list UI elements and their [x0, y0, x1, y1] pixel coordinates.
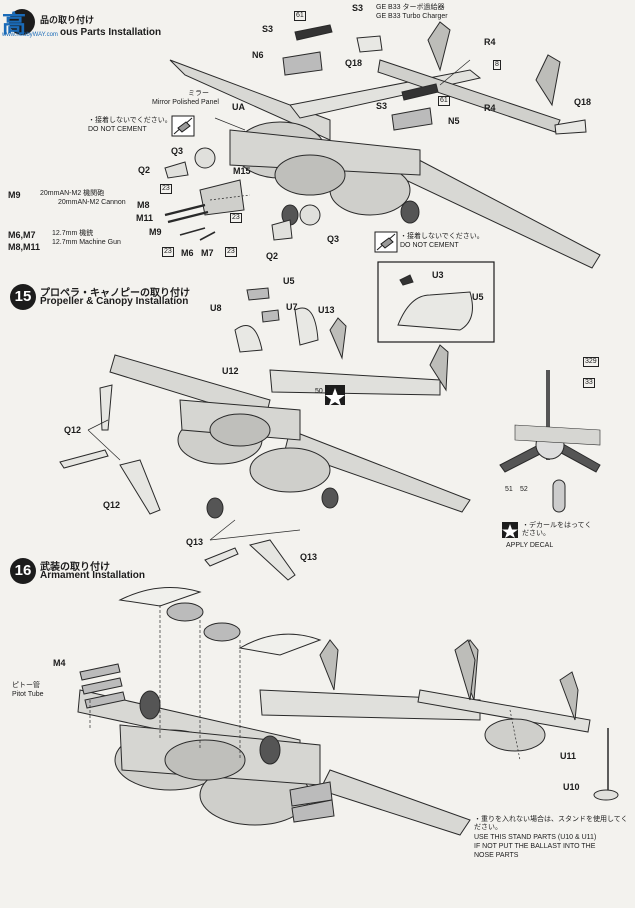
part-label-m9: M9	[149, 227, 162, 237]
part-label-m8: M8	[137, 200, 150, 210]
watermark-url: www.hobbyWAY.com	[2, 32, 58, 38]
note-mirror-en: Mirror Polished Panel	[152, 99, 219, 106]
part-label-u5: U5	[283, 276, 295, 286]
note-stand-en-2: IF NOT PUT THE BALLAST INTO THE	[474, 843, 596, 850]
part-label-n5: N5	[448, 116, 460, 126]
part-number-52: 52	[520, 486, 528, 493]
star-decal-icon-2	[502, 522, 518, 538]
note-no-cement-jp: ・接着しないでください。	[88, 117, 172, 124]
no-cement-icon	[171, 115, 195, 137]
step14-title-en: ous Parts Installation	[60, 27, 162, 38]
step16-title-en: Armament Installation	[40, 570, 146, 581]
part-label-m11: M11	[136, 213, 154, 223]
part-number-61: 61	[294, 11, 306, 21]
part-label-q18-2: Q18	[574, 97, 592, 107]
watermark-logo: 高 www.hobbyWAY.com	[2, 4, 66, 38]
note-m9-en: 20mmAN-M2 Cannon	[58, 199, 126, 206]
note-stand-jp: ・重りを入れない場合は、スタンドを使用してください。	[474, 816, 628, 831]
step15-title-en: Propeller & Canopy Installation	[40, 296, 189, 307]
part-label-u3: U3	[432, 270, 444, 280]
part-label-u5-2: U5	[472, 292, 484, 302]
note-m8-code: M8,M11	[8, 242, 41, 252]
part-number-61-2: 61	[438, 96, 450, 106]
note-stand-en-3: NOSE PARTS	[474, 852, 519, 859]
part-number-23-2: 23	[162, 247, 174, 257]
no-cement-icon-2	[374, 231, 398, 253]
part-label-q3: Q3	[171, 146, 184, 156]
note-stand-en-1: USE THIS STAND PARTS (U10 & U11)	[474, 834, 597, 841]
note-decal-jp: ・デカールをはってください。	[522, 522, 592, 537]
part-label-m7: M7	[201, 248, 214, 258]
part-number-23-3: 23	[225, 247, 237, 257]
part-label-q2-2: Q2	[266, 251, 279, 261]
step14-title-jp: 品の取り付け	[40, 15, 95, 25]
note-m9-code: M9	[8, 190, 21, 200]
part-label-s3-2: S3	[376, 101, 388, 111]
note-s3-jp: GE B33 ターボ過給器	[376, 4, 445, 11]
part-label-m4: M4	[53, 658, 66, 668]
part-label-r4-2: R4	[484, 103, 496, 113]
part-label-u11: U11	[560, 751, 577, 761]
note-s3-code: S3	[352, 3, 364, 13]
star-decal-icon	[325, 385, 345, 406]
part-label-q12: Q12	[64, 425, 82, 435]
part-label-q13-2: Q13	[300, 552, 318, 562]
part-label-r4: R4	[484, 37, 496, 47]
note-m6-en: 12.7mm Machine Gun	[52, 239, 121, 246]
part-label-m6: M6	[181, 248, 194, 258]
note-no-cement-jp-2: ・接着しないでください。	[400, 233, 484, 240]
note-m6-code: M6,M7	[8, 230, 36, 240]
watermark-mark: 高	[2, 11, 26, 38]
part-label-ua: UA	[232, 102, 245, 112]
part-label-u13: U13	[318, 305, 335, 315]
part-label-u10: U10	[563, 782, 580, 792]
note-pitot-jp: ピトー管	[12, 682, 40, 689]
part-number-50: 50	[315, 388, 323, 395]
note-no-cement-en: DO NOT CEMENT	[88, 126, 147, 133]
part-number-51: 51	[505, 486, 513, 493]
part-number-23-4: 23	[230, 213, 242, 223]
step15-title-jp: プロペラ・キャノピーの取り付け	[40, 288, 190, 299]
step15-aircraft-drawing	[59, 261, 601, 581]
part-number-23: 23	[160, 184, 172, 194]
part-number-8: 8	[493, 60, 501, 70]
part-label-s3: S3	[262, 24, 274, 34]
part-number-33: 33	[583, 378, 595, 388]
note-s3-en: GE B33 Turbo Charger	[376, 13, 448, 20]
note-pitot-en: Pitot Tube	[12, 691, 44, 698]
note-m6-jp: 12.7mm 機銃	[52, 230, 94, 237]
part-label-q3-2: Q3	[327, 234, 340, 244]
note-m9-jp: 20mmAN-M2 機関砲	[40, 190, 105, 197]
note-no-cement-en-2: DO NOT CEMENT	[400, 242, 459, 249]
part-label-n6: N6	[252, 50, 264, 60]
step16-number: 16	[10, 558, 36, 584]
canopy-detail-inset	[377, 261, 495, 343]
step16-title-jp: 武装の取り付け	[40, 562, 110, 573]
step15-number: 15	[10, 284, 36, 310]
part-label-q2: Q2	[138, 165, 151, 175]
step14-aircraft-drawing	[164, 21, 601, 269]
part-number-329: 329	[583, 357, 599, 367]
part-label-m15: M15	[233, 166, 251, 176]
part-label-q12-2: Q12	[103, 500, 121, 510]
part-label-q18: Q18	[345, 58, 363, 68]
part-label-q13: Q13	[186, 537, 204, 547]
step16-aircraft-drawing	[77, 587, 619, 836]
part-label-u12: U12	[222, 366, 239, 376]
note-mirror-jp: ミラー	[188, 90, 209, 97]
part-label-u8: U8	[210, 303, 222, 313]
part-label-u7: U7	[286, 302, 298, 312]
note-decal-en: APPLY DECAL	[506, 542, 554, 549]
